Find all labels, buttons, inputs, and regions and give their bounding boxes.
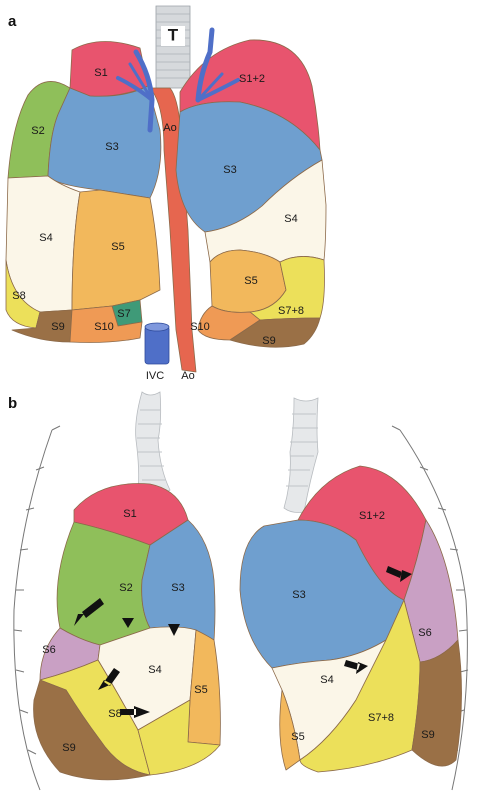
chest-wall-left-ticks	[13, 425, 61, 755]
label-b-l-s3: S3	[292, 589, 305, 601]
label-b-r-s4: S4	[148, 664, 161, 676]
label-b-l-s5: S5	[291, 731, 304, 743]
arrows-b	[74, 566, 412, 718]
seg-b-r-s5	[187, 629, 221, 746]
left-lung-a	[175, 39, 327, 348]
seg-b-r-s2	[56, 521, 151, 646]
label-a-r-s1: S1	[94, 67, 107, 79]
label-a-r-s10: S10	[94, 321, 114, 333]
label-a-r-s7: S7	[117, 308, 130, 320]
right-lung-b	[33, 483, 221, 781]
label-b-r-s6: S6	[42, 644, 55, 656]
seg-b-l-s9	[411, 639, 462, 767]
chest-wall-left	[13, 429, 53, 791]
label-a-r-s5: S5	[111, 241, 124, 253]
pulmonary-vessels-a	[116, 27, 240, 133]
label-a-r-s2: S2	[31, 125, 44, 137]
seg-b-l-s5	[279, 689, 301, 771]
seg-b-r-s8-lower	[137, 699, 221, 776]
seg-a-r-s10	[69, 305, 143, 343]
panel-a-letter: a	[8, 13, 17, 30]
label-b-r-s1: S1	[123, 508, 136, 520]
ivc-vessel	[144, 322, 170, 365]
arrow-icon	[120, 706, 150, 718]
arrowhead-icon	[122, 618, 134, 628]
label-aorta-top: Ao	[163, 122, 176, 134]
label-a-l-s9: S9	[262, 335, 275, 347]
label-a-l-s3: S3	[223, 164, 236, 176]
label-b-r-s2: S2	[119, 582, 132, 594]
label-a-l-s1-2: S1+2	[239, 73, 265, 85]
seg-b-r-s9	[33, 679, 151, 781]
label-b-r-s3: S3	[171, 582, 184, 594]
seg-a-l-s10	[197, 305, 261, 341]
label-aorta-bottom: Ao	[181, 370, 194, 382]
label-a-l-s5: S5	[244, 275, 257, 287]
label-a-l-s7-8: S7+8	[278, 305, 304, 317]
trachea-b-left	[283, 397, 319, 513]
right-lung-a	[5, 41, 162, 343]
label-b-r-s8: S8	[108, 708, 121, 720]
trachea-a	[155, 5, 191, 89]
seg-a-l-s9	[229, 317, 321, 348]
label-a-r-s3: S3	[105, 141, 118, 153]
chest-wall-right	[399, 429, 468, 791]
label-b-l-s4: S4	[320, 674, 333, 686]
panel-b-letter: b	[8, 395, 17, 412]
label-a-r-s4: S4	[39, 232, 52, 244]
arrow-icon	[74, 598, 104, 626]
label-a-l-s4: S4	[284, 213, 297, 225]
label-b-r-s5: S5	[194, 684, 207, 696]
label-a-r-s9: S9	[51, 321, 64, 333]
arrowhead-icon	[168, 624, 180, 636]
aorta-a	[149, 87, 197, 373]
label-ivc: IVC	[146, 370, 164, 382]
arrow-icon	[344, 660, 368, 674]
trachea-b-right	[135, 391, 171, 496]
label-b-l-s9: S9	[421, 729, 434, 741]
label-b-l-s1-2: S1+2	[359, 510, 385, 522]
arrow-icon	[386, 566, 412, 582]
label-b-l-s6: S6	[418, 627, 431, 639]
label-b-r-s9: S9	[62, 742, 75, 754]
left-lung-b	[239, 465, 462, 773]
trachea-label: T	[168, 25, 179, 44]
label-b-l-s7-8: S7+8	[368, 712, 394, 724]
label-a-l-s10: S10	[190, 321, 210, 333]
label-a-r-s8: S8	[12, 290, 25, 302]
arrow-icon	[98, 668, 120, 690]
